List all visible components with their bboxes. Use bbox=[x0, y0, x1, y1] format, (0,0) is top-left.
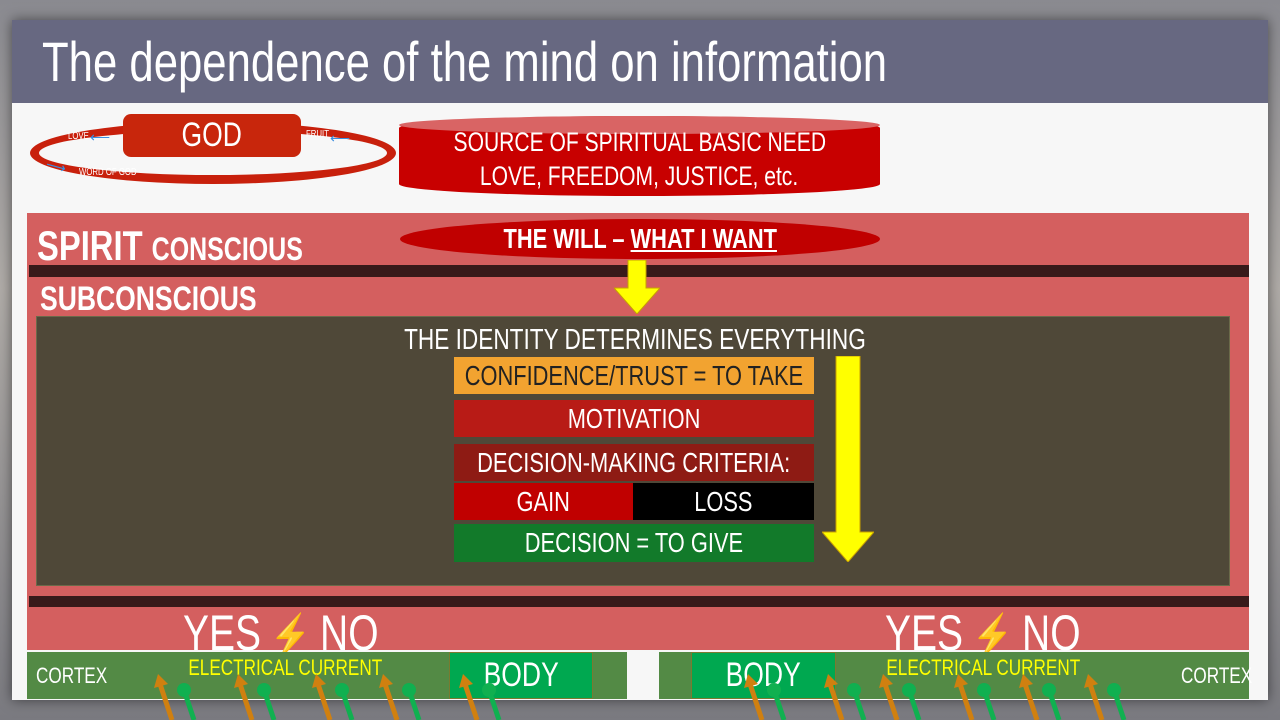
green-node-icon bbox=[257, 683, 271, 697]
identity-heading: THE IDENTITY DETERMINES EVERYTHING bbox=[404, 323, 866, 356]
current-label-right: ELECTRICAL CURRENT bbox=[886, 655, 1080, 680]
criteria-box: DECISION-MAKING CRITERIA: bbox=[454, 444, 814, 481]
green-node-icon bbox=[177, 683, 191, 697]
orange-arrow-icon bbox=[957, 683, 975, 720]
nerve-arrows bbox=[154, 674, 1127, 720]
arrowhead-icon bbox=[954, 674, 968, 688]
fruit-label: FRUIT bbox=[306, 129, 329, 140]
arrowhead-icon bbox=[744, 674, 758, 688]
green-node-icon bbox=[335, 683, 349, 697]
body-box-left: BODY bbox=[449, 652, 593, 699]
decision-box: DECISION = TO GIVE bbox=[454, 524, 814, 562]
arrowhead-icon bbox=[1019, 674, 1033, 688]
confidence-box: CONFIDENCE/TRUST = TO TAKE bbox=[454, 357, 814, 394]
arrowhead-icon bbox=[824, 674, 838, 688]
motivation-box: MOTIVATION bbox=[454, 400, 814, 437]
source-cylinder: SOURCE OF SPIRITUAL BASIC NEED LOVE, FRE… bbox=[399, 116, 880, 196]
arrowhead-icon bbox=[1084, 674, 1098, 688]
orange-arrow-icon bbox=[827, 683, 845, 720]
cortex-label-right: CORTEX bbox=[1181, 663, 1253, 688]
green-node-icon bbox=[402, 683, 416, 697]
orange-arrow-icon bbox=[1087, 683, 1105, 720]
orange-arrow-icon bbox=[382, 683, 400, 720]
current-label-left: ELECTRICAL CURRENT bbox=[188, 655, 382, 680]
slide-title-bar: The dependence of the mind on informatio… bbox=[12, 20, 1268, 103]
arrowhead-icon bbox=[234, 674, 248, 688]
orange-arrow-icon bbox=[882, 683, 900, 720]
green-node-icon bbox=[767, 683, 781, 697]
green-node-icon bbox=[977, 683, 991, 697]
will-ellipse: THE WILL – WHAT I WANT bbox=[400, 219, 880, 259]
loss-box: LOSS bbox=[633, 483, 814, 520]
yes-no-right: YES ⚡ NO bbox=[885, 605, 1081, 661]
spirit-label: SPIRIT CONSCIOUS bbox=[37, 222, 303, 269]
yes-no-left: YES ⚡ NO bbox=[183, 605, 379, 661]
down-arrow-icon bbox=[612, 259, 662, 315]
green-node-icon bbox=[902, 683, 916, 697]
orange-arrow-icon bbox=[1022, 683, 1040, 720]
orange-arrow-icon bbox=[157, 683, 175, 720]
orange-arrow-icon bbox=[462, 683, 480, 720]
green-node-icon bbox=[1107, 683, 1121, 697]
arrowhead-icon bbox=[312, 674, 326, 688]
gain-box: GAIN bbox=[454, 483, 633, 520]
lightning-icon: ⚡ bbox=[261, 612, 321, 659]
green-node-icon bbox=[1042, 683, 1056, 697]
down-arrow-icon bbox=[820, 355, 876, 563]
green-node-icon bbox=[847, 683, 861, 697]
lightning-icon: ⚡ bbox=[963, 612, 1023, 659]
word-of-god-label: WORD OF GOD bbox=[79, 167, 137, 178]
god-box: GOD bbox=[123, 114, 301, 157]
arrowhead-icon bbox=[879, 674, 893, 688]
left-arrow-icon: ⟵ bbox=[90, 129, 111, 145]
divider-body bbox=[29, 596, 1249, 607]
left-arrow-icon: ⟵ bbox=[330, 130, 351, 146]
orange-arrow-icon bbox=[747, 683, 765, 720]
cortex-label-left: CORTEX bbox=[36, 663, 108, 688]
love-label: LOVE bbox=[68, 131, 89, 142]
arrowhead-icon bbox=[154, 674, 168, 688]
orange-arrow-icon bbox=[237, 683, 255, 720]
orange-arrow-icon bbox=[315, 683, 333, 720]
green-node-icon bbox=[482, 683, 496, 697]
slide-title: The dependence of the mind on informatio… bbox=[42, 30, 888, 93]
subconscious-label: SUBCONSCIOUS bbox=[40, 280, 257, 318]
body-box-right: BODY bbox=[691, 652, 836, 699]
arrowhead-icon bbox=[379, 674, 393, 688]
arrowhead-icon bbox=[459, 674, 473, 688]
